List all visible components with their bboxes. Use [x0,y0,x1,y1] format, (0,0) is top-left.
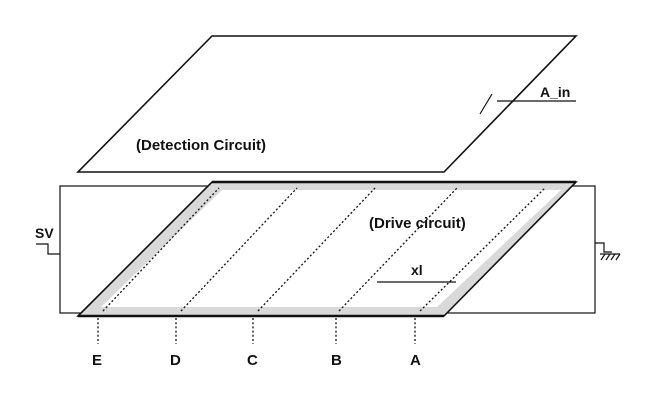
xl-label: xl [411,262,423,278]
electrode-line-e [102,187,220,312]
electrode-label-e: E [92,352,102,369]
electrode-label-b: B [331,352,342,369]
electrode-line-c [257,187,376,312]
electrode-label-c: C [247,352,258,369]
electrode-label-a: A [410,352,421,369]
electrode-lines [102,187,546,312]
detection-circuit-label: (Detection Circuit) [136,137,266,154]
electrode-leads [97,318,416,344]
electrode-line-b [338,187,458,312]
ground-icon [595,242,621,261]
voltage-label: SV [35,225,54,241]
input-label: A_in [540,84,570,100]
input-lead-tick [479,93,493,115]
drive-circuit-label: (Drive circuit) [369,215,466,232]
electrode-line-d [180,187,298,312]
electrode-label-d: D [170,352,181,369]
drive-circuit-inner [101,190,561,307]
sv-source-symbol [36,243,60,255]
detection-circuit-plate [76,35,578,173]
